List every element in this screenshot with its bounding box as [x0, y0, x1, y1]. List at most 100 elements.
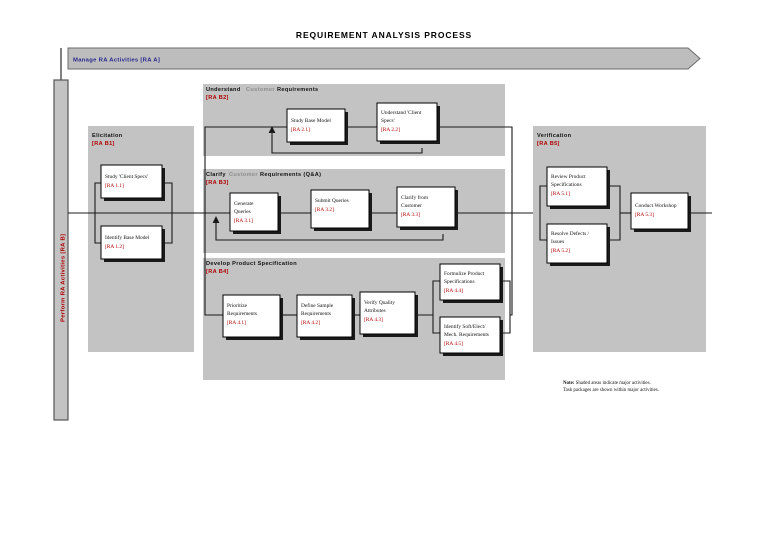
conn-develop-split-top: [432, 280, 440, 315]
arrowhead-clarify-feedback: [212, 216, 220, 223]
task-ra-1-1-code: [RA 1.1]: [105, 183, 124, 189]
note-line-2: Task packages are shown within major act…: [563, 388, 659, 393]
panel-code-elicitation: [RA B1]: [92, 141, 115, 147]
task-ra-4-4-code: [RA 4.4]: [444, 288, 463, 294]
note-lead: Note:: [563, 381, 575, 386]
panel-understand: [203, 84, 505, 156]
conn-ra22-to-verification: [437, 126, 513, 213]
task-ra-4-5-code: [RA 4.5]: [444, 341, 463, 347]
task-box-ra-2-1[interactable]: Study Base Model [RA 2.1]: [286, 108, 348, 145]
note-line-1: Shaded areas indicate major activities.: [574, 381, 650, 386]
task-ra-5-2-line1: Resolve Defects /: [551, 230, 590, 237]
connector-layer: [68, 126, 712, 334]
task-box-ra-5-1[interactable]: Review Product Specifications [RA 5.1]: [546, 166, 610, 209]
conn-develop-split-bottom: [432, 315, 440, 334]
panel-title-understand-mid: Customer: [246, 87, 275, 93]
conn-verif-join-bottom: [610, 213, 621, 241]
conn-verif-split-top: [539, 185, 547, 213]
panel-heading-clarify: Clarify Customer Requirements (Q&A) [RA …: [206, 172, 321, 186]
task-ra-1-1-line1: Study 'Client Specs': [105, 174, 148, 180]
perform-ra-vertical-bar: Perform RA Activities [RA B]: [53, 79, 69, 421]
task-box-ra-3-1[interactable]: Generate Queries [RA 3.1]: [229, 192, 281, 234]
task-box-ra-4-2[interactable]: Define Sample Requirements [RA 4.2]: [296, 294, 355, 340]
conn-understand-feedback: [271, 132, 423, 154]
conn-develop-join-top: [501, 280, 511, 315]
task-ra-4-4-line1: Formulize Product: [444, 271, 485, 277]
panel-heading-develop: Develop Product Specification [RA B4]: [206, 261, 297, 275]
task-box-ra-4-1[interactable]: Prioritize Requirements [RA 4.1]: [222, 294, 283, 340]
panel-title-understand: Understand: [206, 87, 241, 93]
task-ra-5-3-line1: Conduct Workshop: [635, 203, 677, 209]
panel-heading-elicitation: Elicitation [RA B1]: [92, 133, 123, 147]
task-ra-5-1-line1: Review Product: [551, 174, 586, 180]
task-box-ra-5-3[interactable]: Conduct Workshop [RA 5.3]: [630, 192, 691, 232]
task-ra-3-2-code: [RA 3.2]: [315, 207, 334, 213]
conn-elicit-split-bottom: [94, 213, 101, 244]
task-ra-4-3-code: [RA 4.3]: [364, 317, 383, 323]
task-ra-2-1-code: [RA 2.1]: [291, 127, 310, 133]
panel-title-clarify: Clarify: [206, 172, 226, 178]
task-ra-4-5-line2: Mech. Requirements: [444, 332, 489, 338]
task-ra-4-2-line1: Define Sample: [301, 302, 334, 309]
task-ra-3-1-line1: Generate: [234, 201, 254, 207]
conn-up-to-understand: [204, 126, 287, 213]
task-ra-5-2-code: [RA 5.2]: [551, 248, 570, 254]
task-box-ra-4-4[interactable]: Formulize Product Specifications [RA 4.4…: [439, 263, 503, 303]
perform-ra-vertical-label: Perform RA Activities [RA B]: [61, 234, 67, 322]
conn-elicit-join-top: [163, 182, 173, 213]
arrowhead-understand-feedback: [268, 126, 276, 133]
conn-down-to-develop: [204, 213, 223, 316]
panel-heading-understand: Understand Customer Requirements [RA B2]: [206, 87, 319, 101]
panel-title-understand-tail: Requirements: [277, 87, 319, 93]
panel-code-develop: [RA B4]: [206, 269, 229, 275]
task-box-ra-2-2[interactable]: Understand 'Client Specs' [RA 2.2]: [376, 102, 440, 144]
task-ra-3-1-code: [RA 3.1]: [234, 218, 253, 224]
conn-elicit-join-bottom: [163, 213, 173, 244]
panel-title-clarify-mid: Customer: [229, 172, 258, 178]
task-ra-5-1-line2: Specifications: [551, 181, 582, 188]
manage-ra-banner-label: Manage RA Activities [RA A]: [73, 58, 160, 64]
task-ra-4-4-line2: Specifications: [444, 278, 475, 285]
task-ra-2-1-line1: Study Base Model: [291, 118, 331, 124]
task-ra-5-2-line2: Issues: [551, 239, 564, 245]
conn-verif-split-bottom: [539, 213, 547, 241]
panel-code-clarify: [RA B3]: [206, 180, 229, 186]
panel-title-elicitation: Elicitation: [92, 133, 123, 139]
task-ra-5-3-code: [RA 5.3]: [635, 212, 654, 218]
conn-develop-join-bottom: [501, 315, 511, 334]
task-ra-5-1-code: [RA 5.1]: [551, 191, 570, 197]
task-box-ra-4-5[interactable]: Identify Soft/Elect/ Mech. Requirements …: [439, 316, 503, 356]
task-ra-1-2-line1: Identify Base Model: [105, 234, 150, 241]
task-ra-4-1-code: [RA 4.1]: [227, 320, 246, 326]
task-ra-4-3-line1: Verify Quality: [364, 299, 395, 306]
panel-title-develop: Develop Product Specification: [206, 261, 297, 267]
task-ra-2-2-line2: Specs': [381, 118, 395, 124]
task-ra-4-5-line1: Identify Soft/Elect/: [444, 323, 486, 330]
conn-verif-join-top: [610, 185, 621, 213]
task-box-ra-1-2[interactable]: Identify Base Model [RA 1.2]: [100, 225, 165, 262]
panel-code-verification: [RA B5]: [537, 141, 560, 147]
task-box-ra-1-1[interactable]: Study 'Client Specs' [RA 1.1]: [100, 164, 165, 201]
panel-title-clarify-tail: Requirements (Q&A): [260, 172, 321, 178]
legend-note: Note: Shaded areas indicate major activi…: [563, 381, 659, 393]
task-ra-3-3-line2: Customer: [401, 203, 422, 209]
task-ra-4-1-line1: Prioritize: [227, 303, 248, 309]
task-box-ra-4-3[interactable]: Verify Quality Attributes [RA 4.3]: [359, 291, 418, 337]
task-ra-2-2-line1: Understand 'Client: [381, 110, 422, 116]
task-ra-4-3-line2: Attributes: [364, 308, 386, 314]
conn-develop-to-verification: [510, 213, 513, 316]
task-ra-3-3-line1: Clarify from: [401, 194, 429, 201]
task-ra-3-2-line1: Submit Queries: [315, 198, 349, 204]
task-ra-4-2-code: [RA 4.2]: [301, 320, 320, 326]
page-title: REQUIREMENT ANALYSIS PROCESS: [295, 30, 473, 40]
task-box-ra-3-2[interactable]: Submit Queries [RA 3.2]: [310, 189, 372, 231]
task-ra-4-2-line2: Requirements: [301, 311, 331, 317]
task-ra-2-2-code: [RA 2.2]: [381, 127, 400, 133]
task-box-ra-5-2[interactable]: Resolve Defects / Issues [RA 5.2]: [546, 223, 610, 266]
manage-ra-banner: Manage RA Activities [RA A]: [67, 47, 701, 70]
svg-text:Note: Shaded areas indicate ma: Note: Shaded areas indicate major activi…: [563, 381, 651, 386]
task-ra-3-1-line2: Queries: [234, 209, 251, 215]
task-box-ra-3-3[interactable]: Clarify from Customer [RA 3.3]: [396, 186, 458, 230]
